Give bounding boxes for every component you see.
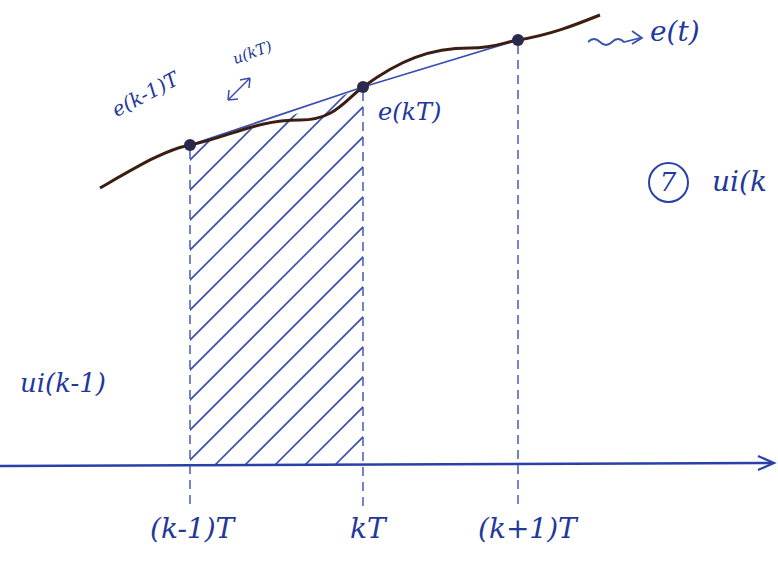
curve-pointer [588,31,642,45]
point-label: e(kT) [378,100,441,124]
signal-label: e(t) [650,18,700,46]
callout-circle: 7 [647,161,690,204]
pointer-arrow [228,78,250,100]
sample-points [184,34,524,151]
point-label: e(k-1)T [109,69,182,120]
hatched-area [150,0,470,562]
time-label: (k-1)T [150,515,234,543]
time-label: kT [350,515,386,543]
time-label: (k+1)T [478,515,577,543]
sample-lines [190,45,518,510]
formula-label: ui(k [712,168,767,196]
axis-arrowhead [758,456,774,470]
signal-curve [100,15,600,188]
formula-label: ui(k-1) [20,370,106,396]
time-axis [0,463,772,466]
area-label: u(kT) [231,39,274,67]
callout-number: 7 [660,169,677,195]
